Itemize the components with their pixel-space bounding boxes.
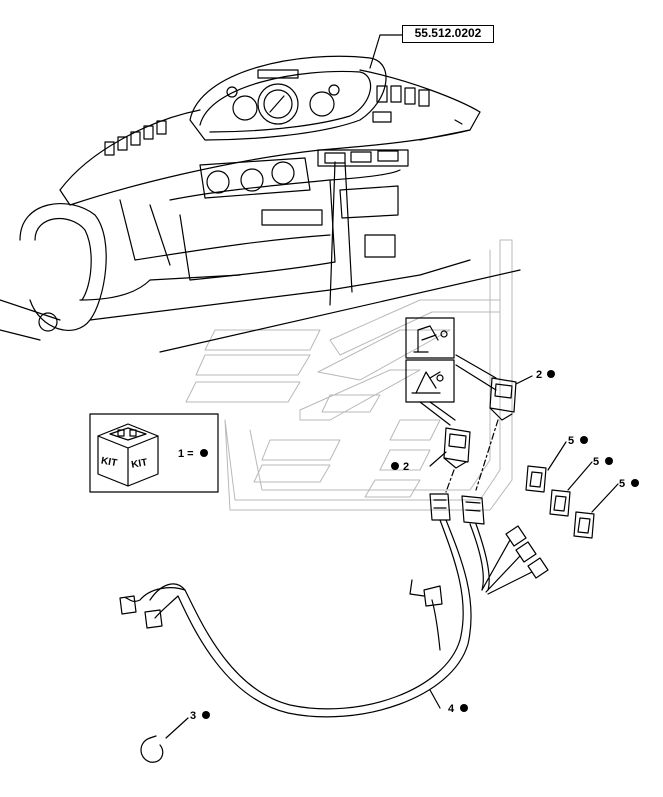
- callout-item-2b: 2: [403, 461, 409, 473]
- reference-code-box: 55.512.0202: [402, 25, 494, 43]
- callout-dot-1: [200, 449, 208, 457]
- harness-connector-right: [461, 495, 485, 525]
- callout-dot-3: [202, 711, 210, 719]
- callout-item-3: 3: [190, 710, 196, 722]
- callout-dot-2a: [547, 370, 555, 378]
- callout-dot-2b: [391, 462, 399, 470]
- callout-dot-4: [460, 704, 468, 712]
- callout-dot-5b: [605, 457, 613, 465]
- blank-cover-1: [525, 465, 547, 493]
- callout-item-5a: 5: [568, 435, 574, 447]
- kit-label-right: KIT: [130, 457, 148, 471]
- harness-plugs: [119, 525, 549, 629]
- callout-dot-5c: [631, 479, 639, 487]
- wiring-harness: [125, 519, 533, 718]
- callout-item-2a: 2: [536, 369, 542, 381]
- callout-item-1: 1 =: [178, 448, 194, 460]
- callout-item-5b: 5: [593, 456, 599, 468]
- kit-box: [89, 413, 219, 493]
- clip-item-3: [140, 735, 164, 763]
- callout-item-4: 4: [448, 703, 455, 715]
- rocker-switch-upper: [489, 377, 517, 421]
- kit-label-left: KIT: [100, 456, 118, 470]
- blank-cover-2: [549, 489, 571, 517]
- symbol-detail: [405, 317, 497, 426]
- reference-leader: [369, 34, 403, 69]
- rocker-switch-lower: [443, 427, 471, 469]
- ghost-panels: [185, 239, 513, 511]
- dash-line-a: [475, 419, 499, 491]
- dashboard-illustration: [0, 55, 521, 353]
- harness-connector-left: [429, 493, 451, 521]
- right-switch-bank: [372, 85, 430, 123]
- dash-line-b: [445, 469, 455, 493]
- blank-cover-3: [573, 511, 595, 539]
- callout-item-5c: 5: [619, 478, 625, 490]
- left-switch-bank: [104, 120, 167, 156]
- callout-dot-5a: [580, 436, 588, 444]
- callout-leaders: [165, 375, 619, 739]
